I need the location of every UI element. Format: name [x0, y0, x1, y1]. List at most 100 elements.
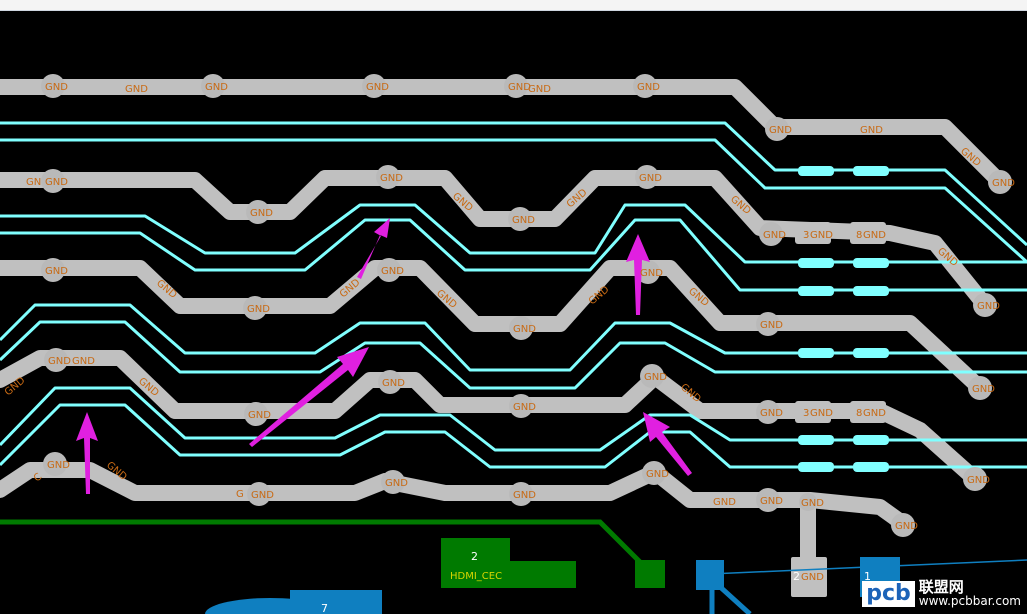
gnd-via[interactable] [891, 513, 915, 537]
bottom-layer-pad[interactable] [696, 560, 724, 590]
gnd-label: GND [385, 478, 408, 489]
gnd-label: GND [760, 408, 783, 419]
gnd-label: GND [45, 266, 68, 277]
signal-trace[interactable] [0, 218, 1027, 292]
gnd-trace[interactable] [0, 260, 988, 396]
gnd-via[interactable] [973, 293, 997, 317]
gnd-pad[interactable] [791, 557, 827, 597]
site-watermark: pcb 联盟网 www.pcbbar.com [862, 580, 1021, 608]
gnd-via[interactable] [201, 74, 225, 98]
gnd-via[interactable] [642, 461, 666, 485]
arrow-annotation [643, 412, 692, 476]
gnd-via[interactable] [381, 470, 405, 494]
bottom-layer-component[interactable] [290, 590, 382, 614]
signal-trace[interactable] [0, 203, 1027, 264]
gnd-via[interactable] [756, 312, 780, 336]
gnd-pad[interactable] [795, 222, 831, 244]
pin-3-label: 3 [803, 408, 809, 419]
smd-pad[interactable] [798, 435, 834, 445]
ground-pad-small[interactable] [635, 560, 665, 588]
gnd-label: GND [47, 460, 70, 471]
gnd-label: GND [508, 82, 531, 93]
signal-trace[interactable] [0, 386, 1027, 452]
signal-trace[interactable] [0, 303, 1027, 372]
gnd-label: GND [512, 215, 535, 226]
gnd-via[interactable] [636, 260, 660, 284]
gnd-via[interactable] [504, 74, 528, 98]
smd-pad[interactable] [853, 348, 889, 358]
gnd-pad[interactable] [850, 401, 886, 423]
gnd-via[interactable] [41, 258, 65, 282]
smd-pad[interactable] [798, 462, 834, 472]
gnd-via[interactable] [633, 74, 657, 98]
gnd-via[interactable] [43, 452, 67, 476]
gnd-via[interactable] [509, 316, 533, 340]
smd-pad[interactable] [798, 348, 834, 358]
gnd-via[interactable] [378, 370, 402, 394]
gnd-label: GND [72, 356, 95, 367]
smd-pad[interactable] [853, 462, 889, 472]
signal-trace[interactable] [0, 138, 1027, 264]
gnd-via[interactable] [41, 169, 65, 193]
gnd-via[interactable] [759, 222, 783, 246]
gnd-label: GND [801, 572, 824, 583]
gnd-label: GND [513, 490, 536, 501]
gnd-label: GND [992, 178, 1015, 189]
gnd-label: GND [125, 84, 148, 95]
gnd-label: GND [248, 410, 271, 421]
gnd-via[interactable] [988, 170, 1012, 194]
gnd-label: GND [763, 230, 786, 241]
gnd-traces [0, 79, 1008, 578]
gnd-via[interactable] [244, 402, 268, 426]
pad-pin-number: 1 [864, 570, 871, 583]
gnd-via[interactable] [44, 348, 68, 372]
gnd-trace[interactable] [0, 79, 1008, 190]
gnd-pad[interactable] [850, 222, 886, 244]
smd-pad[interactable] [853, 435, 889, 445]
gnd-via[interactable] [41, 74, 65, 98]
smd-pad[interactable] [853, 286, 889, 296]
gnd-label: GND [45, 82, 68, 93]
gnd-label: GND [381, 266, 404, 277]
gnd-via[interactable] [376, 165, 400, 189]
hdmi-cec-pad-extension[interactable] [441, 561, 576, 588]
gnd-via[interactable] [509, 394, 533, 418]
gnd-via[interactable] [756, 400, 780, 424]
gnd-label: GND [250, 208, 273, 219]
gnd-via[interactable] [963, 467, 987, 491]
gnd-via[interactable] [377, 258, 401, 282]
gnd-label: GND [366, 82, 389, 93]
pcb-canvas[interactable]: GND GND GND GND GND GND GND GND GND GND … [0, 11, 1027, 614]
arrow-annotation [626, 234, 650, 315]
smd-pad[interactable] [798, 286, 834, 296]
signal-trace[interactable] [0, 320, 1027, 390]
gnd-via[interactable] [635, 165, 659, 189]
gnd-via[interactable] [509, 482, 533, 506]
smd-pad[interactable] [853, 258, 889, 268]
signal-trace[interactable] [0, 403, 1027, 469]
gnd-label: GND [205, 82, 228, 93]
gnd-label: GND [760, 320, 783, 331]
gnd-pad[interactable] [795, 401, 831, 423]
gnd-label: GND [380, 173, 403, 184]
gnd-via[interactable] [508, 207, 532, 231]
gnd-via[interactable] [968, 376, 992, 400]
signal-trace[interactable] [0, 121, 1027, 247]
gnd-via[interactable] [765, 117, 789, 141]
gnd-label: GND [810, 408, 833, 419]
annotation-arrows [76, 218, 692, 494]
gnd-label: GND [45, 177, 68, 188]
smd-pad[interactable] [798, 166, 834, 176]
smd-pad[interactable] [798, 258, 834, 268]
smd-pad[interactable] [853, 166, 889, 176]
gnd-via[interactable] [640, 364, 664, 388]
gnd-partial-label: GN [26, 177, 41, 188]
gnd-via[interactable] [756, 488, 780, 512]
gnd-via[interactable] [799, 493, 817, 511]
gnd-via[interactable] [247, 482, 271, 506]
gnd-label: GND [713, 497, 736, 508]
gnd-via[interactable] [362, 74, 386, 98]
gnd-via[interactable] [246, 200, 270, 224]
gnd-via[interactable] [243, 296, 267, 320]
